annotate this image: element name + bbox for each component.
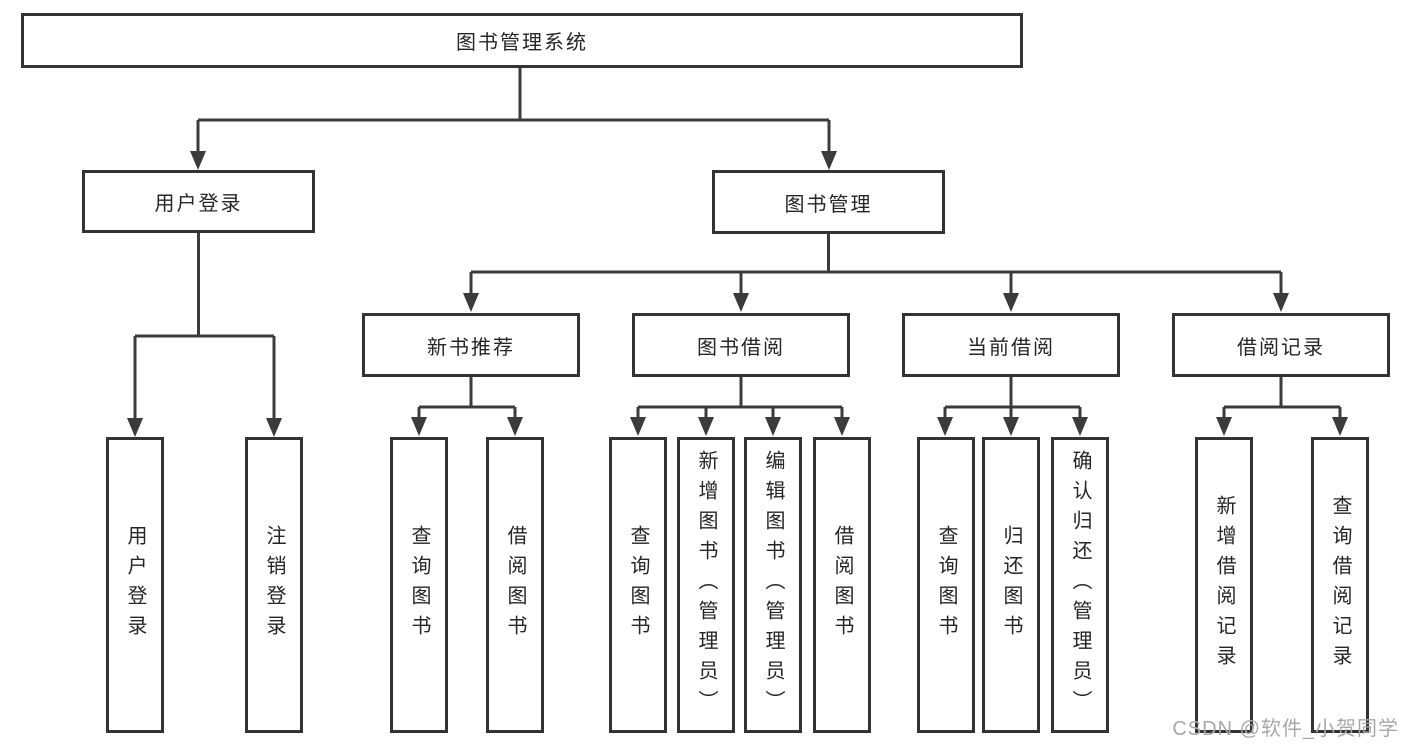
node-label: 用户登录 (124, 525, 146, 645)
node-label: 确认归还（管理员） (1069, 450, 1091, 720)
node-book-borrowing: 图书借阅 (632, 313, 850, 377)
node-label: 查询图书 (627, 525, 649, 645)
node-label: 新增图书（管理员） (695, 450, 717, 720)
node-label: 注销登录 (263, 525, 285, 645)
node-label: 借阅记录 (1237, 336, 1325, 359)
node-leaf-borrow-books-1: 借阅图书 (486, 437, 544, 733)
node-label: 借阅图书 (504, 525, 526, 645)
node-leaf-add-books-admin: 新增图书（管理员） (677, 437, 735, 733)
node-label: 当前借阅 (967, 336, 1055, 359)
node-label: 用户登录 (154, 193, 243, 215)
node-leaf-borrow-books-2: 借阅图书 (813, 437, 871, 733)
node-current-borrowing: 当前借阅 (902, 313, 1120, 377)
node-leaf-query-books-3: 查询图书 (917, 437, 975, 733)
node-leaf-query-books-1: 查询图书 (390, 437, 448, 733)
node-user-login: 用户登录 (82, 170, 315, 233)
node-label: 新书推荐 (427, 336, 515, 359)
watermark: CSDN @软件_小贺同学 (1172, 718, 1399, 740)
node-leaf-confirm-return-admin: 确认归还（管理员） (1051, 437, 1109, 733)
node-label: 查询图书 (935, 525, 957, 645)
node-label: 归还图书 (1000, 525, 1022, 645)
node-label: 借阅图书 (831, 525, 853, 645)
node-leaf-logout: 注销登录 (245, 437, 303, 733)
node-leaf-add-borrow-record: 新增借阅记录 (1195, 437, 1253, 733)
node-new-book-recommendation: 新书推荐 (362, 313, 580, 377)
node-label: 查询借阅记录 (1329, 495, 1351, 675)
node-leaf-return-books: 归还图书 (982, 437, 1040, 733)
node-library-management-system: 图书管理系统 (21, 13, 1023, 68)
node-label: 图书管理 (784, 193, 873, 216)
node-borrowing-records: 借阅记录 (1172, 313, 1390, 377)
node-label: 编辑图书（管理员） (762, 450, 784, 720)
node-leaf-user-login: 用户登录 (106, 437, 164, 733)
node-leaf-query-books-2: 查询图书 (609, 437, 667, 733)
node-leaf-query-borrow-record: 查询借阅记录 (1311, 437, 1369, 733)
node-label: 查询图书 (408, 525, 430, 645)
node-book-management: 图书管理 (712, 170, 945, 234)
node-leaf-edit-books-admin: 编辑图书（管理员） (744, 437, 802, 733)
node-label: 图书借阅 (697, 336, 785, 359)
node-label: 新增借阅记录 (1213, 495, 1235, 675)
node-label: 图书管理系统 (456, 32, 588, 54)
